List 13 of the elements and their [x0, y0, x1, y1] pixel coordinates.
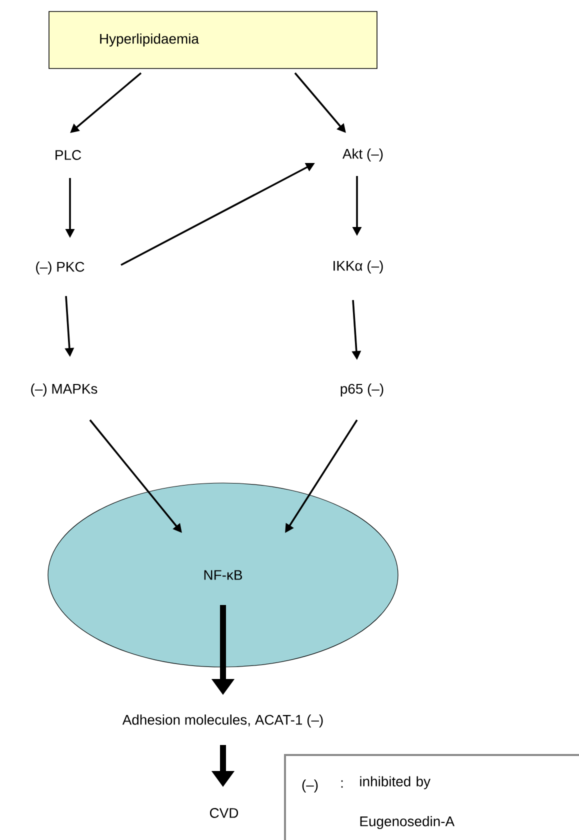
- pathway-label: (–) MAPKs: [31, 384, 98, 396]
- condition-box: Hyperlipidaemia: [48, 11, 378, 69]
- note-text: inhibited by Eugenosedin-A: [360, 776, 455, 830]
- sign-label: (–): [302, 780, 318, 792]
- pathway-label: CVD: [210, 808, 238, 818]
- pathway-label: PLC: [56, 150, 82, 160]
- colon: :: [341, 780, 343, 788]
- pathway-label: (–) PKC: [36, 262, 84, 274]
- pathway-label: Adhesion molecules, ACAT-1 (–): [122, 714, 323, 728]
- note-box: [284, 754, 579, 840]
- pathway-label: Akt (–): [342, 148, 383, 162]
- pathway-label: IKKα (–): [334, 260, 383, 274]
- pathway-label: p65 (–): [340, 384, 384, 396]
